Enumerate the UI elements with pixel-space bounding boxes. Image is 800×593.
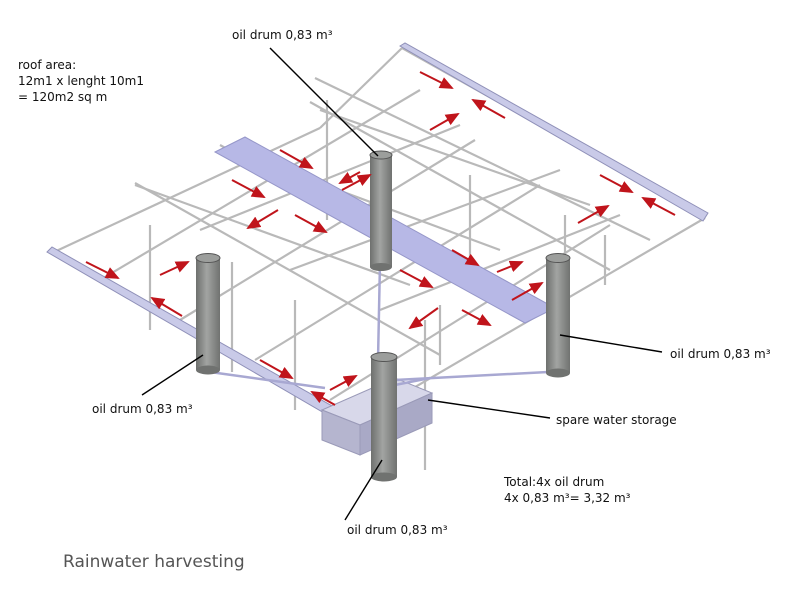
spare-storage-label: spare water storage [556,413,677,427]
drum-left-label: oil drum 0,83 m³ [92,402,193,416]
leader-lines [141,47,663,521]
drum-right-label: oil drum 0,83 m³ [670,347,771,361]
total-line-2: 4x 0,83 m³= 3,32 m³ [504,491,631,506]
drum-front-label: oil drum 0,83 m³ [347,523,448,537]
roof-area-line-3: = 120m2 sq m [18,90,108,105]
leader-drum-top [269,47,379,157]
leader-drum-right [559,334,663,353]
leader-drum-left [141,354,204,396]
oil-drum-left [195,253,221,375]
oil-drum-front [370,352,398,482]
gutter-back [399,42,709,222]
leader-drum-front [344,459,383,521]
water-flow-arrows [85,71,676,406]
roof-area-label: roof area: 12m1 x lenght 10m1 = 120m2 sq… [18,57,144,106]
drum-top-label: oil drum 0,83 m³ [232,28,333,42]
total-line-1: Total:4x oil drum [504,475,605,489]
leader-spare-storage [427,399,551,419]
roof-area-line-1: roof area: [18,58,77,72]
page-title: Rainwater harvesting [63,552,245,572]
pipes [209,261,549,390]
oil-drum-top [369,150,393,271]
roof-area-line-2: 12m1 x lenght 10m1 [18,74,144,89]
total-label: Total:4x oil drum 4x 0,83 m³= 3,32 m³ [504,474,631,506]
oil-drum-right [545,253,571,378]
